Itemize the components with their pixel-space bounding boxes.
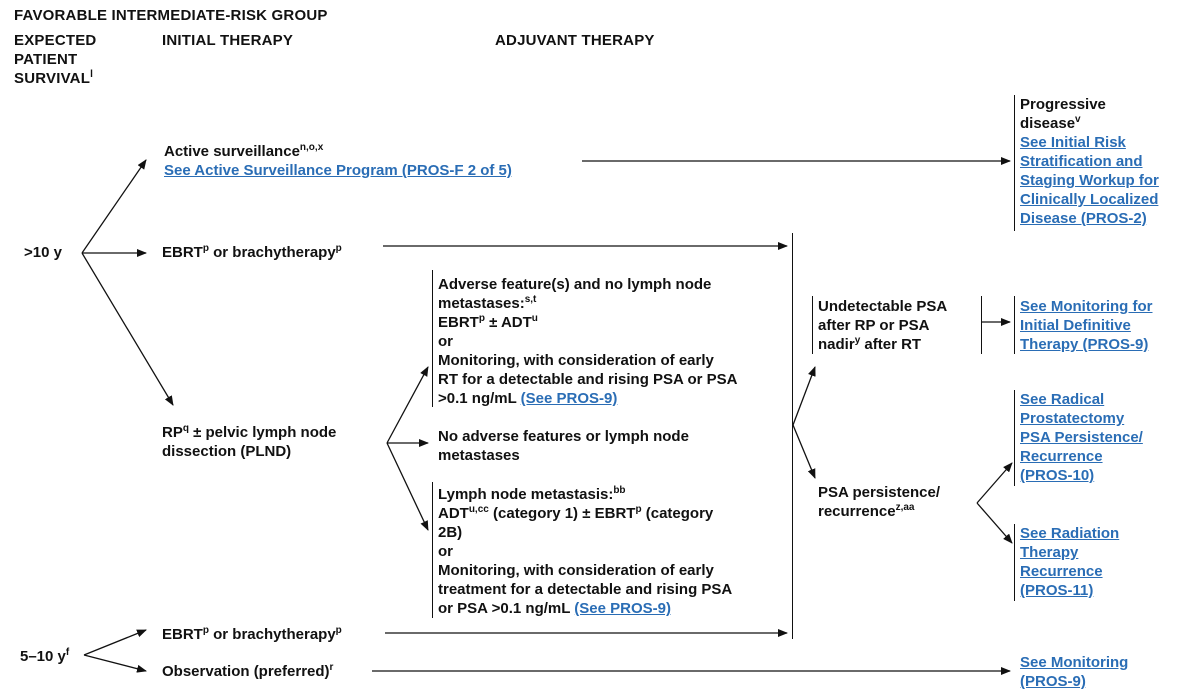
rp-recurrence-link[interactable]: See Radical Prostatectomy PSA Persistenc… [1020,391,1143,484]
arrow-bar-to-undetectable [792,366,816,426]
monitoring-pros9-link[interactable]: See Monitoring for Initial Definitive Th… [1020,298,1153,353]
observation-monitoring-link[interactable]: See Monitoring (PROS-9) [1020,654,1129,690]
main-collector-bar [792,233,793,639]
arrow-rp-to-adverse [386,366,429,444]
rt-recurrence-bracket [1014,524,1015,601]
lymph-node-block: Lymph node metastasis:bb ADTu,cc (catego… [438,485,733,618]
ebrt-or-brachy-upper: EBRTp or brachytherapyp [162,243,342,262]
survival-header: EXPECTED PATIENT SURVIVALl [14,32,97,87]
adjuvant-therapy-header: ADJUVANT THERAPY [495,32,655,49]
survival-gt10: >10 y [24,244,62,261]
active-surveillance-link[interactable]: See Active Surveillance Program (PROS-F … [164,162,512,179]
lymph-bracket [432,482,433,618]
active-surveillance: Active surveillancen,o,x See Active Surv… [164,142,512,180]
adverse-bracket [432,270,433,407]
survival-5-10: 5–10 yf [20,647,70,666]
ebrt-or-brachy-lower: EBRTp or brachytherapyp [162,625,342,644]
undetectable-psa: Undetectable PSA after RP or PSA nadiry … [818,298,948,353]
arrow-5-10-to-observation [83,654,147,673]
initial-risk-link[interactable]: See Initial Risk Stratification and Stag… [1020,134,1159,227]
initial-therapy-header: INITIAL THERAPY [162,32,294,49]
progressive-bracket [1014,95,1015,231]
arrow-to-active [81,159,147,254]
no-adverse-block: No adverse features or lymph node metast… [438,428,689,464]
arrow-rp-to-lymph [386,442,429,531]
arrow-5-10-to-ebrt [83,629,147,656]
monitoring-bracket [1014,296,1015,354]
psa-persistence: PSA persistence/ recurrencez,aa [818,484,940,520]
observation: Observation (preferred)r [162,662,334,681]
undetectable-bracket-right [981,296,982,354]
progressive-disease: Progressive diseasev See Initial Risk St… [1020,96,1159,227]
undetectable-bracket [812,296,813,354]
arrow-persistence-to-rp [976,462,1013,504]
adverse-features-block: Adverse feature(s) and no lymph node met… [438,276,738,407]
rt-recurrence-link[interactable]: See Radiation Therapy Recurrence (PROS-1… [1020,525,1120,599]
rp-plnd: RPq ± pelvic lymph node dissection (PLND… [162,423,337,461]
arrow-persistence-to-rt [976,502,1013,544]
rp-recurrence-bracket [1014,390,1015,486]
see-pros9-link-b[interactable]: (See PROS-9) [574,600,671,617]
see-pros9-link-a[interactable]: (See PROS-9) [520,390,618,407]
group-title: FAVORABLE INTERMEDIATE-RISK GROUP [14,7,328,24]
arrow-bar-to-persistence [792,424,816,479]
arrow-to-rp [81,252,174,406]
